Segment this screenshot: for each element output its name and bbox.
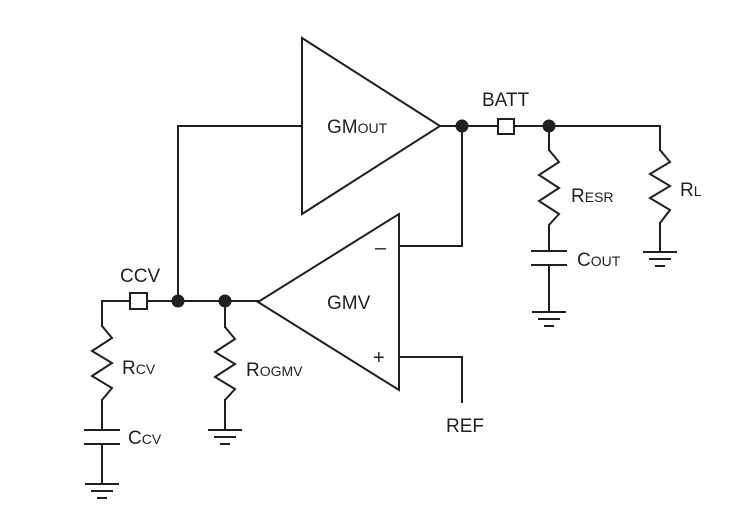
- gmv-minus-sign: –: [375, 237, 387, 259]
- r-esr-label-name: R: [571, 186, 585, 207]
- c-out-label: COUT: [577, 250, 621, 271]
- ground-rl: [643, 251, 677, 267]
- wire-feedback-minus: [398, 125, 463, 247]
- junction-batt: [542, 119, 556, 133]
- c-cv-label-name: C: [128, 428, 142, 449]
- ref-label: REF: [446, 416, 484, 437]
- gmv-label: GMV: [327, 293, 371, 314]
- r-ogmv-label-sub: OGMV: [260, 363, 303, 379]
- ground-cout: [532, 311, 566, 327]
- ground-rogmv: [208, 429, 242, 445]
- ground-ccv: [85, 483, 119, 499]
- c-cv-capacitor: [84, 429, 120, 445]
- c-out-capacitor: [531, 250, 567, 266]
- batt-pin: [497, 118, 515, 135]
- r-cv-label-sub: CV: [136, 361, 156, 377]
- wire-ccv-node-left: [101, 300, 131, 327]
- gmout-label: GMOUT: [327, 117, 388, 138]
- gmout-amplifier: [301, 36, 442, 216]
- ccv-label: CCV: [120, 266, 160, 287]
- junctions: [171, 119, 556, 308]
- junction-rogmv: [218, 294, 232, 308]
- junction-output: [455, 119, 469, 133]
- gmv-amplifier: [256, 212, 400, 392]
- junction-gmout-input: [171, 294, 185, 308]
- wire-batt-rail: [513, 125, 661, 151]
- batt-label: BATT: [482, 90, 530, 111]
- wire-ref: [398, 356, 463, 403]
- c-cv-label-sub: CV: [142, 431, 162, 447]
- r-ogmv-resistor: [213, 326, 237, 401]
- r-cv-label: RCV: [122, 358, 156, 379]
- r-esr-label-sub: ESR: [585, 189, 614, 205]
- gmv-plus-sign: +: [373, 347, 385, 369]
- wire-gmout-input: [177, 125, 303, 302]
- gmout-label-sub: OUT: [358, 120, 388, 136]
- r-cv-resistor: [90, 325, 114, 401]
- c-cv-label: CCV: [128, 428, 162, 449]
- ccv-pin: [129, 292, 148, 310]
- r-l-label-name: R: [680, 180, 694, 201]
- r-l-label-sub: L: [694, 183, 702, 199]
- r-l-label: RL: [680, 180, 702, 201]
- r-l-resistor: [648, 149, 672, 224]
- gmout-label-name: GM: [327, 117, 358, 138]
- r-cv-label-name: R: [122, 358, 136, 379]
- c-out-label-name: C: [577, 250, 591, 271]
- r-ogmv-label-name: R: [246, 360, 260, 381]
- r-esr-label: RESR: [571, 186, 614, 207]
- c-out-label-sub: OUT: [591, 253, 621, 269]
- r-esr-resistor: [537, 149, 561, 226]
- r-ogmv-label: ROGMV: [246, 360, 303, 381]
